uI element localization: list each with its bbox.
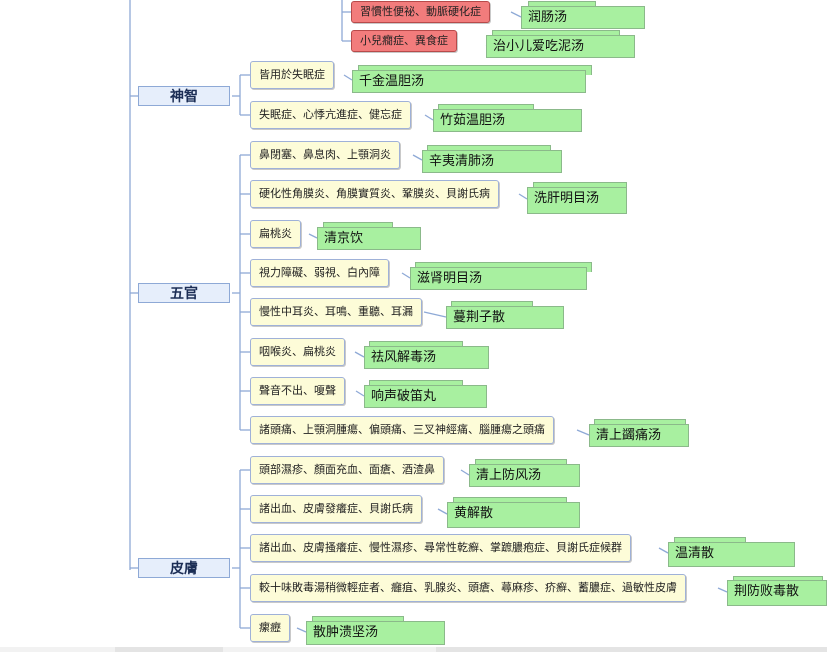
formula-node[interactable]: 散肿溃坚汤 [306, 621, 445, 645]
category-node-pifu[interactable]: 皮膚 [138, 558, 230, 578]
scrollbar-track-segment [436, 647, 827, 652]
formula-node[interactable]: 黄解散 [447, 502, 580, 528]
symptom-node[interactable]: 失眠症、心悸亢進症、健忘症 [250, 101, 411, 129]
symptom-node[interactable]: 扁桃炎 [250, 220, 301, 248]
symptom-formula-connector [658, 547, 669, 554]
symptom-node[interactable]: 諸出血、皮膚發癢症、貝謝氏病 [250, 495, 422, 523]
formula-node[interactable]: 润肠汤 [521, 6, 645, 29]
symptom-formula-connector [354, 351, 365, 358]
symptom-formula-connector [401, 272, 411, 279]
symptom-node[interactable]: 聲音不出、嗄聲 [250, 377, 345, 405]
formula-node[interactable]: 清京饮 [317, 227, 421, 250]
formula-node[interactable]: 滋肾明目汤 [410, 267, 587, 290]
symptom-node[interactable]: 小兒癇症、異食症 [351, 30, 457, 52]
symptom-formula-connector [412, 154, 423, 161]
symptom-formula-connector [437, 508, 448, 515]
formula-node[interactable]: 蔓荆子散 [446, 306, 564, 329]
symptom-node[interactable]: 皆用於失眠症 [250, 61, 334, 89]
symptom-node[interactable]: 咽喉炎、扁桃炎 [250, 338, 345, 366]
symptom-formula-connector [424, 114, 434, 121]
symptom-node[interactable]: 諸出血、皮膚搔癢症、慢性濕疹、尋常性乾癬、掌蹠膿疱症、貝謝氏症候群 [250, 534, 631, 562]
symptom-node[interactable]: 習慣性便祕、動脈硬化症 [351, 1, 490, 23]
formula-node[interactable]: 荆防败毒散 [727, 580, 827, 606]
symptom-node[interactable]: 頭部濕疹、顏面充血、面瘡、酒渣鼻 [250, 456, 444, 484]
symptom-formula-connector [717, 587, 728, 593]
symptom-formula-connector [518, 193, 528, 200]
symptom-node[interactable]: 瘰癧 [250, 614, 290, 642]
formula-node[interactable]: 治小儿爱吃泥汤 [486, 35, 635, 58]
symptom-node[interactable]: 硬化性角膜炎、角膜實質炎、鞏膜炎、貝謝氏病 [250, 180, 499, 208]
symptom-formula-connector [343, 74, 353, 81]
symptom-node[interactable]: 鼻閉塞、鼻息肉、上顎洞炎 [250, 141, 400, 169]
formula-node[interactable]: 洗肝明目汤 [527, 187, 627, 214]
formula-node[interactable]: 清上蠲痛汤 [589, 424, 689, 447]
formula-node[interactable]: 辛夷清肺汤 [422, 150, 562, 173]
horizontal-scrollbar[interactable] [0, 647, 827, 652]
formula-node[interactable]: 响声破笛丸 [364, 385, 487, 408]
scrollbar-track-segment [115, 647, 223, 652]
category-node-shenzhi[interactable]: 神智 [138, 86, 230, 106]
formula-node[interactable]: 竹茹温胆汤 [433, 109, 582, 132]
symptom-node[interactable]: 較十味敗毒湯稍微輕症者、癰疽、乳腺炎、頭瘡、蕁麻疹、疥癬、蓄膿症、過敏性皮膚 [250, 574, 686, 602]
symptom-formula-connector [296, 627, 307, 633]
symptom-formula-connector [355, 390, 365, 397]
symptom-formula-connector [576, 429, 590, 436]
symptom-node[interactable]: 慢性中耳炎、耳鳴、重聽、耳漏 [250, 298, 422, 326]
formula-node[interactable]: 温清散 [668, 542, 795, 567]
symptom-formula-connector [460, 469, 470, 476]
category-node-wuguan[interactable]: 五官 [138, 283, 230, 303]
symptom-node[interactable]: 諸頭痛、上顎洞腫瘍、偏頭痛、三叉神經痛、腦腫瘍之頭痛 [250, 416, 554, 444]
formula-node[interactable]: 千金温胆汤 [352, 70, 586, 93]
connector-line [510, 11, 522, 18]
symptom-formula-connector [423, 311, 447, 318]
symptom-node[interactable]: 視力障礙、弱視、白內障 [250, 259, 389, 287]
formula-node[interactable]: 清上防风汤 [469, 464, 580, 487]
formula-node[interactable]: 祛风解毒汤 [364, 346, 489, 369]
symptom-formula-connector [308, 233, 318, 239]
